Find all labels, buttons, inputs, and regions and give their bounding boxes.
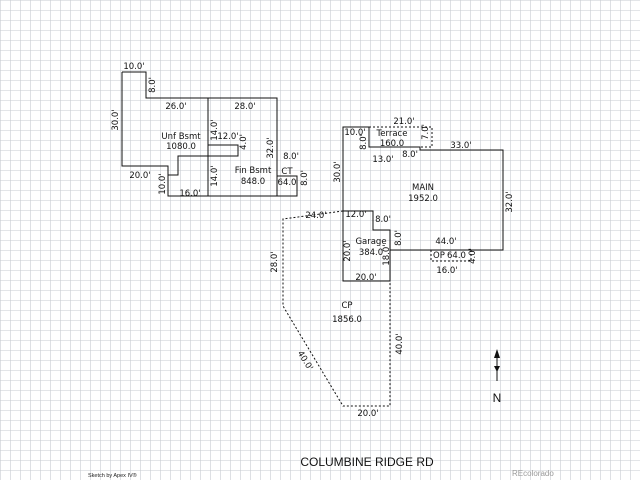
north-arrow-icon [494,349,500,381]
dim-fin-notch-v: 4.0' [239,134,249,150]
dim-garage-bottom: 20.0' [355,273,376,283]
dim-main-left: 30.0' [333,161,343,182]
dim-ct-right: 8.0' [300,170,310,186]
ct-name: CT [281,167,293,177]
fin-bsmt-outline [207,97,278,197]
sketch-credit: Sketch by Apex IV® [88,472,137,479]
dim-op-bottom: 16.0' [436,266,457,276]
terrace-name: Terrace [376,129,408,139]
dim-unf-bottom-left: 20.0' [129,171,150,181]
dim-main-inner-w: 12.0' [345,210,366,220]
terrace-outline [369,126,433,148]
dim-terrace-top: 21.0' [393,117,414,127]
dim-main-inner-h: 8.0' [375,215,391,225]
dim-main-step-v: 8.0' [402,150,418,160]
cp-outline [282,210,391,407]
garage-name: Garage [355,237,386,247]
dim-unf-bottom-right: 16.0' [179,189,200,199]
main-area: 1952.0 [408,194,438,204]
ct-outline [276,175,298,197]
unf-bsmt-name: Unf Bsmt [161,132,201,142]
dim-op-right: 4.0' [468,248,478,264]
garage-outline [342,210,391,282]
dim-main-nw-drop: 8.0' [359,134,369,150]
dim-garage-inner-right: 18.0' [382,244,392,265]
dim-fin-right: 32.0' [266,137,276,158]
dim-fin-notch-top: 14.0' [210,119,220,140]
dim-unf-mid-top: 26.0' [165,102,186,112]
main-name: MAIN [412,183,434,193]
road-label: COLUMBINE RIDGE RD [300,455,434,469]
dim-fin-notch-bottom: 14.0' [210,165,220,186]
dim-unf-top: 10.0' [123,62,144,72]
dim-main-bottom: 44.0' [435,237,456,247]
dim-cp-diag: 40.0' [295,349,315,372]
dim-main-right: 32.0' [505,191,515,212]
op-outline [430,249,472,262]
dim-main-top-right: 33.0' [450,141,471,151]
op-area: 64.0 [447,251,466,261]
terrace-area: 160.0 [380,139,404,149]
ct-area: 64.0 [278,178,297,188]
dim-garage-left: 20.0' [343,240,353,261]
north-label: N [493,391,502,405]
cp-name: CP [341,301,352,311]
dim-unf-left: 30.0' [111,109,121,130]
dim-terrace-bottom: 13.0' [372,155,393,165]
recolorado-watermark: REcolorado [512,469,554,478]
dim-main-nw-top: 10.0' [344,128,365,138]
dim-terrace-right: 7.0' [421,124,431,140]
dim-cp-bottom: 20.0' [357,409,378,419]
dim-cp-left: 28.0' [270,251,280,272]
cp-area: 1856.0 [332,315,362,325]
dim-unf-step-v: 8.0' [148,77,158,93]
op-name: OP [433,251,445,261]
dim-fin-notch-w: 12.0' [217,132,238,142]
fin-bsmt-name: Fin Bsmt [235,166,272,176]
dim-cp-top: 24.0' [305,211,326,221]
dim-ct-top: 8.0' [283,152,299,162]
unf-bsmt-area: 1080.0 [166,142,196,152]
dim-fin-top: 28.0' [234,102,255,112]
dim-cp-right: 40.0' [395,333,405,354]
fin-bsmt-area: 848.0 [241,177,265,187]
dim-unf-bottom-drop: 10.0' [158,173,168,194]
unf-bsmt-outline [121,71,209,197]
dim-garage-v: 8.0' [394,230,404,246]
garage-area: 384.0 [359,248,383,258]
